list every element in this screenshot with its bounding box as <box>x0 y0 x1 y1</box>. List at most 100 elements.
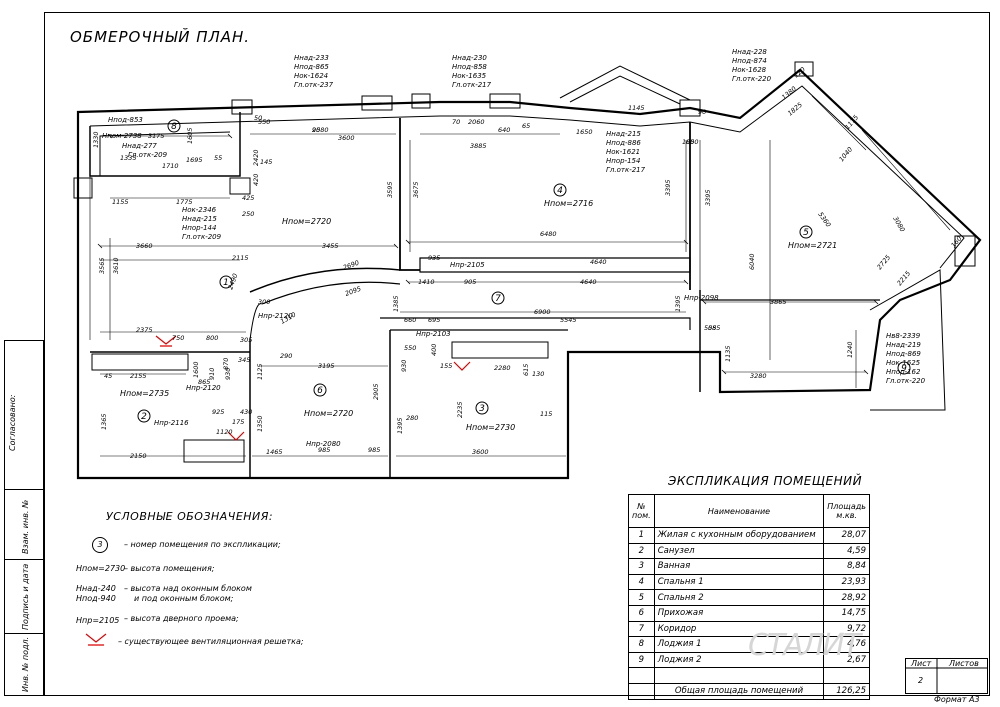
stamp-sheet-label: Лист <box>911 659 932 668</box>
dimension-label: 2095 <box>344 285 362 298</box>
dimension-label: 1395 <box>396 417 404 434</box>
wall-room1-right-arc <box>249 303 263 341</box>
dimension-label: 3660 <box>136 242 153 250</box>
room-circle-5 <box>799 225 813 239</box>
dimension-label: 870 <box>222 358 230 370</box>
dimension-label: 1335 <box>120 154 137 162</box>
room-circle-8 <box>167 119 181 133</box>
dimension-label: 1000 <box>682 138 699 146</box>
legend-text-window-bottom: и под оконным блоком; <box>134 594 234 603</box>
dimension-label: 1825 <box>786 101 804 118</box>
dimension-label: 3455 <box>322 242 339 250</box>
dimension-label: 1465 <box>266 448 283 456</box>
explication-header-name: Наименование <box>653 494 825 528</box>
window-note-6: Нпом-2738 Ннад-277 Гл.отк-209 <box>102 132 168 159</box>
dimension-label: 45 <box>104 372 112 380</box>
window-note-2: Ннад-230 Нпод-858 Нок-1635 Гл.отк-217 <box>452 54 492 89</box>
dimension-label: 905 <box>464 278 476 286</box>
dimension-label: 1695 <box>186 156 203 164</box>
dimension-label: 3280 <box>750 372 767 380</box>
dimension-label: 925 <box>212 408 224 416</box>
dimension-label: 985 <box>318 446 330 454</box>
window-block-6 <box>229 177 251 195</box>
room-height-2: Нпом=2735 <box>120 389 169 398</box>
room-height-4: Нпом=2716 <box>544 199 593 208</box>
dimension-label: 145 <box>260 158 272 166</box>
window-block-8 <box>794 61 814 77</box>
svg-text:Гл.отк-217: Гл.отк-217 <box>452 81 492 89</box>
svg-text:Нок-1624: Нок-1624 <box>294 72 328 80</box>
paper-format: Формат А3 <box>934 695 980 704</box>
legend-text-vent: – существующее вентиляционная решетка; <box>118 637 304 646</box>
dimension-label: 90 <box>698 108 706 116</box>
window-block-1 <box>231 99 253 115</box>
vent-mark-1 <box>155 335 177 347</box>
dimension-label: 800 <box>206 334 218 342</box>
dimension-label: 5545 <box>560 316 577 324</box>
table-row-empty <box>628 667 870 684</box>
window-note-5: Нок-2346 Ннад-215 Нпор-144 Гл.отк-209 <box>182 206 222 241</box>
explication-header-row: № пом. Наименование Площадь м.кв. <box>628 494 870 528</box>
dimension-label: 120 <box>792 65 807 79</box>
svg-text:Ннад-215: Ннад-215 <box>182 215 217 223</box>
dimension-label: 1410 <box>418 278 435 286</box>
dimension-label: 930 <box>400 360 408 372</box>
dim-ticks <box>97 133 879 375</box>
dimension-label: 505 <box>704 324 716 332</box>
dimension-label: 640 <box>498 126 510 134</box>
svg-text:Нок-1621: Нок-1621 <box>606 148 640 156</box>
dimension-label: 95 <box>312 126 320 134</box>
explication-title: ЭКСПЛИКАЦИЯ ПОМЕЩЕНИЙ <box>668 474 863 488</box>
dimension-label: 115 <box>540 410 552 418</box>
legend-key-window-bottom: Нпод-940 <box>76 594 116 603</box>
loggia-8-wall <box>89 112 241 177</box>
dimension-label: 585 <box>708 324 720 332</box>
stamp-sheets-label: Листов <box>949 659 979 668</box>
stamp-grid <box>905 658 988 694</box>
window-block-3 <box>411 93 431 109</box>
dimension-label: 910 <box>208 368 216 380</box>
legend-text-window-top: – высота над оконным блоком <box>124 584 252 593</box>
door-note-4: Нпр-2103 <box>416 330 451 338</box>
dimension-label: 2215 <box>895 269 912 287</box>
room-number-3: 3 <box>479 404 485 414</box>
window-note-4: Ннад-215 Нпод-886 Нок-1621 Нпор-154 Гл.о… <box>606 130 646 174</box>
explication-header-num: № пом. <box>628 494 655 528</box>
room-number-6: 6 <box>317 386 323 396</box>
legend-key-window-top: Ннад-240 <box>76 584 116 593</box>
dimension-label: 2155 <box>130 372 147 380</box>
dimension-label: 85 <box>686 138 694 146</box>
svg-text:Ннад-277: Ннад-277 <box>122 142 157 150</box>
dimension-label: 1365 <box>100 413 108 430</box>
svg-text:Гл.отк-209: Гл.отк-209 <box>182 233 222 241</box>
svg-text:Нпом-2738: Нпом-2738 <box>102 132 142 140</box>
dimension-label: 425 <box>242 194 254 202</box>
bath-counter <box>451 341 549 359</box>
dimension-label: 3080 <box>891 215 906 233</box>
dimension-label: 1350 <box>256 415 264 432</box>
bay-window-inner <box>569 75 681 105</box>
room-height-1: Нпом=2720 <box>282 217 331 226</box>
dimension-label: 930 <box>224 368 232 380</box>
dimension-label: 935 <box>428 254 440 262</box>
dimension-label: 2150 <box>130 452 147 460</box>
svg-text:Ннад-219: Ннад-219 <box>886 341 921 349</box>
door-note-1: Нпр-2105 <box>450 261 485 269</box>
svg-text:Нпод-874: Нпод-874 <box>732 57 767 65</box>
dimension-label: 55 <box>214 154 222 162</box>
dimension-label: 1395 <box>674 295 682 312</box>
dimension-label: 3865 <box>770 298 787 306</box>
dimension-label: 400 <box>430 344 438 356</box>
dimension-label: 2080 <box>312 126 329 134</box>
legend-text-room-number: – номер помещения по экспликации; <box>124 540 281 549</box>
door-note-5: Нпр-2116 <box>154 419 189 427</box>
side-cell-sign: Подпись и дата <box>5 559 43 634</box>
dimension-label: 1330 <box>92 131 100 148</box>
svg-text:Гл.отк-237: Гл.отк-237 <box>294 81 334 89</box>
